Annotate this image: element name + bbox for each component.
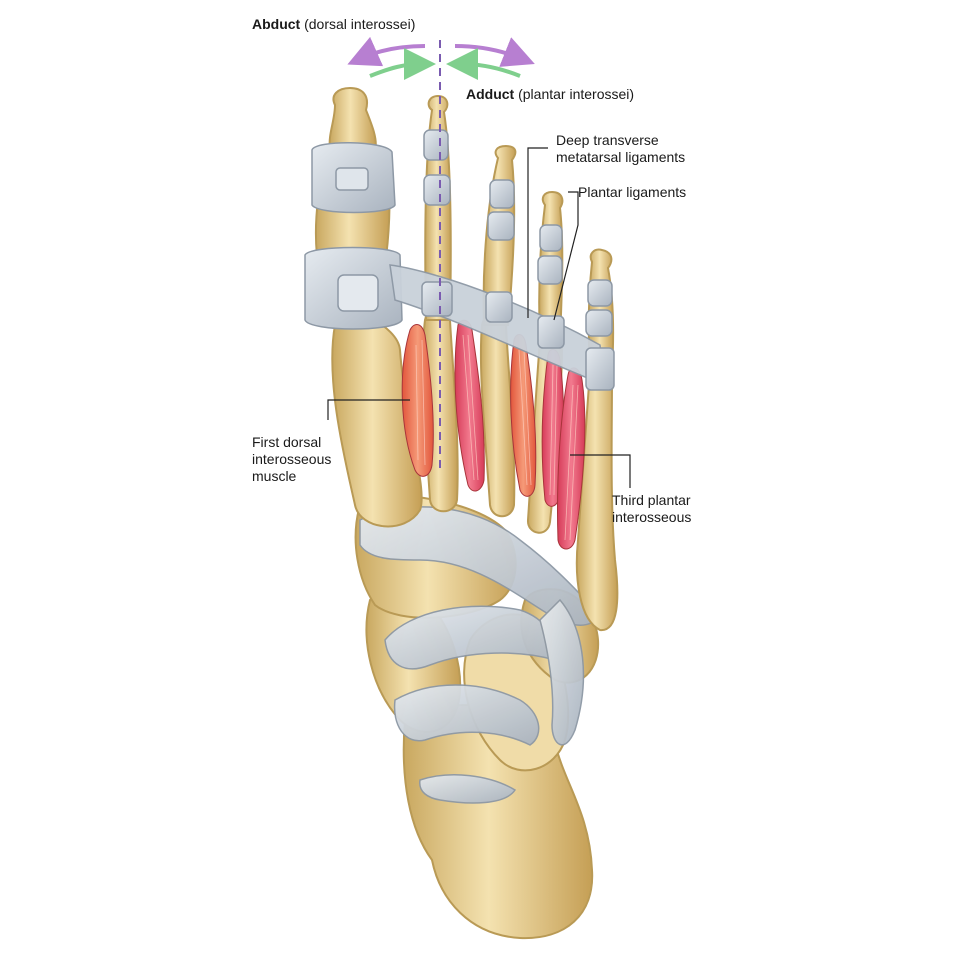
abduct-label-bold: Abduct — [252, 16, 301, 32]
leader-third-plantar — [570, 454, 631, 488]
first-dorsal-line2: interosseous — [252, 451, 332, 467]
leader-lines — [327, 147, 631, 488]
third-plantar-interosseous — [556, 367, 586, 550]
abduct-arrows — [347, 36, 535, 67]
muscle-striations — [415, 334, 579, 541]
third-plantar-label: Third plantar interosseous — [612, 492, 691, 526]
deep-transverse-line2: metatarsal ligaments — [556, 149, 686, 165]
first-dorsal-label: First dorsal interosseous muscle — [252, 434, 331, 485]
adduct-label-bold: Adduct — [466, 86, 515, 102]
leader-first-dorsal — [327, 399, 410, 420]
first-dorsal-interosseous — [401, 324, 434, 477]
deep-transverse-line1: Deep transverse — [556, 132, 659, 148]
plantar-interosseous-1 — [454, 319, 485, 492]
deep-transverse-label: Deep transverse metatarsal ligaments — [556, 132, 685, 166]
adduct-arrows — [369, 48, 521, 81]
leader-deep-transverse — [527, 147, 548, 318]
adduct-label-rest: (plantar interossei) — [514, 86, 635, 102]
first-dorsal-line1: First dorsal — [252, 434, 322, 450]
leader-plantar-ligaments — [553, 191, 579, 321]
first-dorsal-line3: muscle — [252, 468, 297, 484]
third-plantar-line1: Third plantar — [612, 492, 691, 508]
toe-joint-ligaments — [304, 129, 615, 391]
plantar-ligaments-label: Plantar ligaments — [578, 184, 686, 201]
metatarsal-1 — [331, 313, 423, 528]
adduct-label: Adduct (plantar interossei) — [466, 86, 634, 103]
abduct-label-rest: (dorsal interossei) — [300, 16, 416, 32]
abduct-label: Abduct (dorsal interossei) — [252, 16, 415, 33]
plantar-ligaments-text: Plantar ligaments — [578, 184, 687, 200]
third-plantar-line2: interosseous — [612, 509, 692, 525]
tarsal-ligaments — [359, 506, 601, 804]
